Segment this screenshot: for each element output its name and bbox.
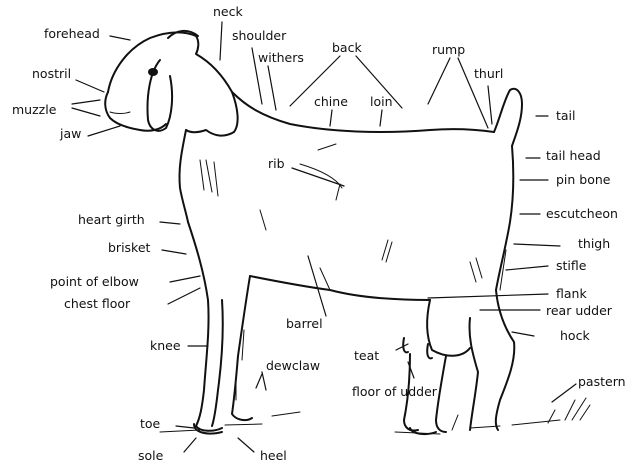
label-muzzle: muzzle (12, 104, 56, 117)
label-heel: heel (260, 450, 287, 463)
label-flank: flank (556, 288, 587, 301)
label-hock: hock (560, 330, 590, 343)
label-heart-girth: heart girth (78, 214, 145, 227)
label-rib: rib (268, 158, 285, 171)
label-thurl: thurl (474, 68, 503, 81)
label-tail-head: tail head (546, 150, 601, 163)
label-back: back (332, 42, 362, 55)
label-forehead: forehead (44, 28, 100, 41)
label-jaw: jaw (60, 128, 81, 141)
ground-grass (160, 398, 590, 434)
leader-lines (72, 22, 576, 452)
label-point-of-elbow: point of elbow (50, 276, 139, 289)
label-brisket: brisket (108, 242, 150, 255)
label-loin: loin (370, 96, 393, 109)
label-nostril: nostril (32, 68, 71, 81)
label-barrel: barrel (286, 318, 323, 331)
label-pastern: pastern (578, 376, 626, 389)
label-chine: chine (314, 96, 348, 109)
label-dewclaw: dewclaw (266, 360, 320, 373)
label-stifle: stifle (556, 260, 586, 273)
label-floor-of-udder: floor of udder (352, 386, 437, 399)
label-escutcheon: escutcheon (546, 208, 618, 221)
label-toe: toe (140, 418, 160, 431)
label-thigh: thigh (578, 238, 610, 251)
label-shoulder: shoulder (232, 30, 286, 43)
label-rear-udder: rear udder (546, 305, 612, 318)
goat-body (105, 31, 522, 434)
label-chest-floor: chest floor (64, 298, 130, 311)
label-knee: knee (150, 340, 181, 353)
label-teat: teat (354, 350, 379, 363)
label-pin-bone: pin bone (556, 174, 611, 187)
label-sole: sole (138, 450, 163, 463)
label-withers: withers (258, 52, 304, 65)
label-tail: tail (556, 110, 576, 123)
label-rump: rump (432, 44, 465, 57)
label-neck: neck (213, 6, 243, 19)
